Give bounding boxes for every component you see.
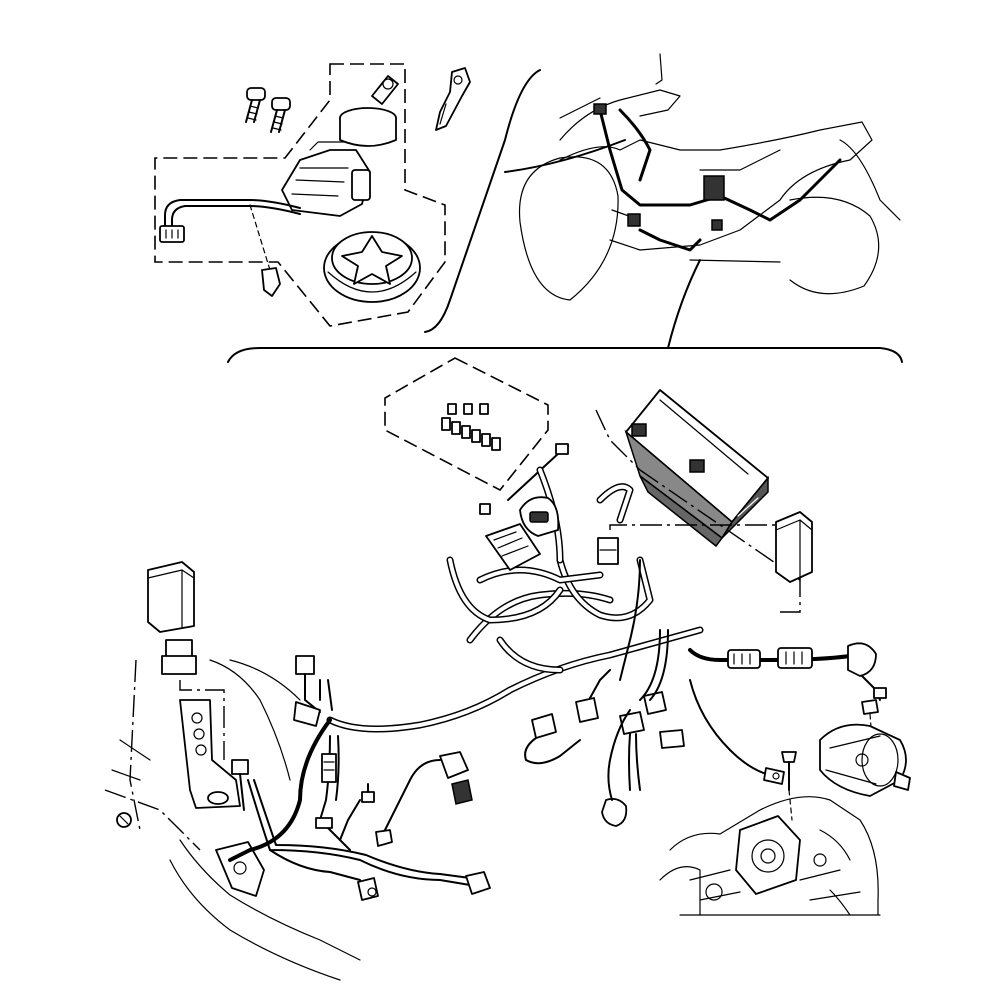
connector-icon bbox=[339, 783, 375, 841]
bolt-icon bbox=[781, 751, 797, 821]
harness-routing-panel bbox=[104, 357, 911, 981]
key-cover-icon bbox=[323, 231, 421, 303]
connector-icon bbox=[601, 709, 631, 827]
wire-harness-icon bbox=[593, 103, 842, 252]
fuse-dashed-outline bbox=[384, 357, 549, 492]
fuse-cover-icon bbox=[519, 496, 560, 537]
branch-wire bbox=[639, 629, 661, 701]
connector-icon bbox=[727, 649, 761, 669]
fuse-block-icon bbox=[479, 503, 541, 571]
connector-icon bbox=[659, 729, 685, 749]
ignition-lead-wire bbox=[164, 199, 301, 229]
branch-wire bbox=[228, 718, 332, 862]
leader-line bbox=[504, 139, 626, 173]
connector-icon bbox=[379, 751, 473, 841]
ground-terminal-icon bbox=[215, 841, 265, 897]
ignition-dashed-outline bbox=[154, 63, 446, 327]
connector-icon bbox=[777, 647, 813, 669]
frame-bracket-icon bbox=[179, 699, 241, 809]
branch-wire bbox=[649, 629, 669, 701]
guide-line bbox=[639, 469, 801, 581]
connector-icon bbox=[524, 713, 581, 765]
bolt-icon bbox=[116, 812, 132, 828]
clamp-icon bbox=[375, 829, 393, 847]
leader-line bbox=[667, 259, 701, 349]
connector-icon bbox=[321, 753, 337, 783]
engine-icon bbox=[659, 796, 881, 916]
frame-outline-icon bbox=[104, 659, 361, 981]
connector-icon bbox=[159, 225, 185, 243]
fuse-set-icon bbox=[441, 403, 501, 451]
branch-wire bbox=[689, 679, 771, 776]
starter-cap-icon bbox=[847, 642, 887, 701]
battery-icon bbox=[624, 389, 769, 548]
connector-icon bbox=[465, 871, 491, 895]
relay-socket-icon bbox=[161, 639, 225, 760]
connector-icon bbox=[619, 711, 645, 791]
clamp-icon bbox=[231, 759, 249, 811]
panel-divider-curve bbox=[424, 69, 541, 333]
main-harness bbox=[326, 466, 704, 733]
connector-icon bbox=[293, 679, 333, 727]
key-icon bbox=[435, 67, 471, 131]
panel-divider-horizontal bbox=[227, 347, 903, 363]
ground-terminal-icon bbox=[763, 767, 785, 785]
starter-harness bbox=[688, 648, 852, 662]
screw-icon bbox=[270, 97, 291, 133]
connector-icon bbox=[643, 691, 667, 715]
cable-terminal-icon bbox=[555, 443, 569, 455]
relay-icon bbox=[597, 537, 619, 565]
connector-icon bbox=[357, 877, 379, 901]
branch-wire bbox=[619, 559, 641, 681]
clamp-icon bbox=[315, 817, 333, 829]
screw-icon bbox=[245, 87, 266, 123]
clamp-icon bbox=[249, 204, 281, 297]
connector-icon bbox=[575, 669, 611, 723]
motorcycle-overview-panel bbox=[504, 53, 901, 349]
relay-icon bbox=[775, 511, 813, 583]
relay-icon bbox=[147, 561, 195, 633]
starter-motor-icon bbox=[819, 723, 911, 797]
guide-line bbox=[595, 409, 641, 471]
ignition-switch-icon bbox=[281, 75, 399, 217]
ignition-switch-assembly-panel bbox=[154, 63, 471, 327]
